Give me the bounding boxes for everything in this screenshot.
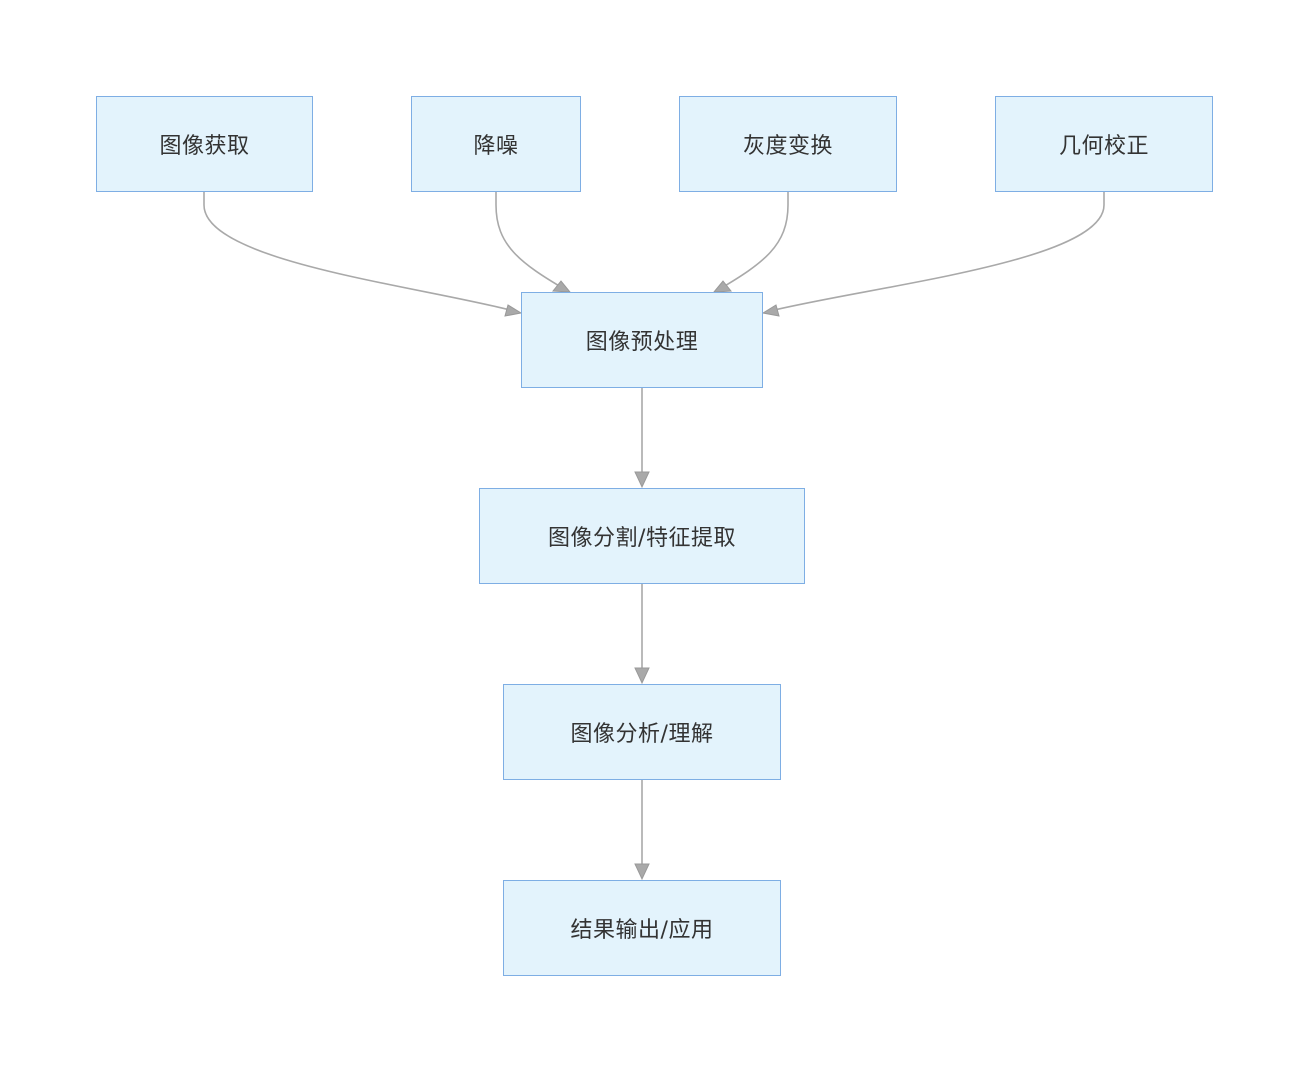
node-label: 图像预处理 <box>585 330 699 355</box>
node-image-acquisition: 图像获取 <box>96 96 313 192</box>
node-label: 结果输出/应用 <box>570 918 714 943</box>
edge-denoise-to-preprocess <box>495 192 567 291</box>
node-geometric-correction: 几何校正 <box>995 96 1213 192</box>
arrowhead-output <box>634 863 650 881</box>
node-label: 图像分析/理解 <box>570 722 714 747</box>
node-image-analysis: 图像分析/理解 <box>503 684 781 780</box>
arrowhead-acquire <box>504 304 523 317</box>
arrowhead-grayscale <box>712 280 732 293</box>
node-denoise: 降噪 <box>411 96 581 192</box>
edge-acquire-to-preprocess <box>203 192 519 313</box>
node-image-preprocessing: 图像预处理 <box>521 292 763 388</box>
arrowhead-segment <box>634 471 650 489</box>
node-label: 图像分割/特征提取 <box>548 526 736 551</box>
node-label: 图像获取 <box>159 134 250 159</box>
node-result-output: 结果输出/应用 <box>503 880 781 976</box>
node-label: 降噪 <box>473 134 519 159</box>
arrowhead-geometric <box>761 304 780 317</box>
node-label: 几何校正 <box>1058 134 1149 159</box>
node-segmentation-feature-extraction: 图像分割/特征提取 <box>479 488 805 584</box>
node-grayscale-transform: 灰度变换 <box>679 96 897 192</box>
edge-grayscale-to-preprocess <box>717 192 789 291</box>
arrowhead-denoise <box>552 280 572 293</box>
arrowhead-analysis <box>634 667 650 685</box>
edge-geometric-to-preprocess <box>765 192 1105 313</box>
node-label: 灰度变换 <box>742 134 833 159</box>
